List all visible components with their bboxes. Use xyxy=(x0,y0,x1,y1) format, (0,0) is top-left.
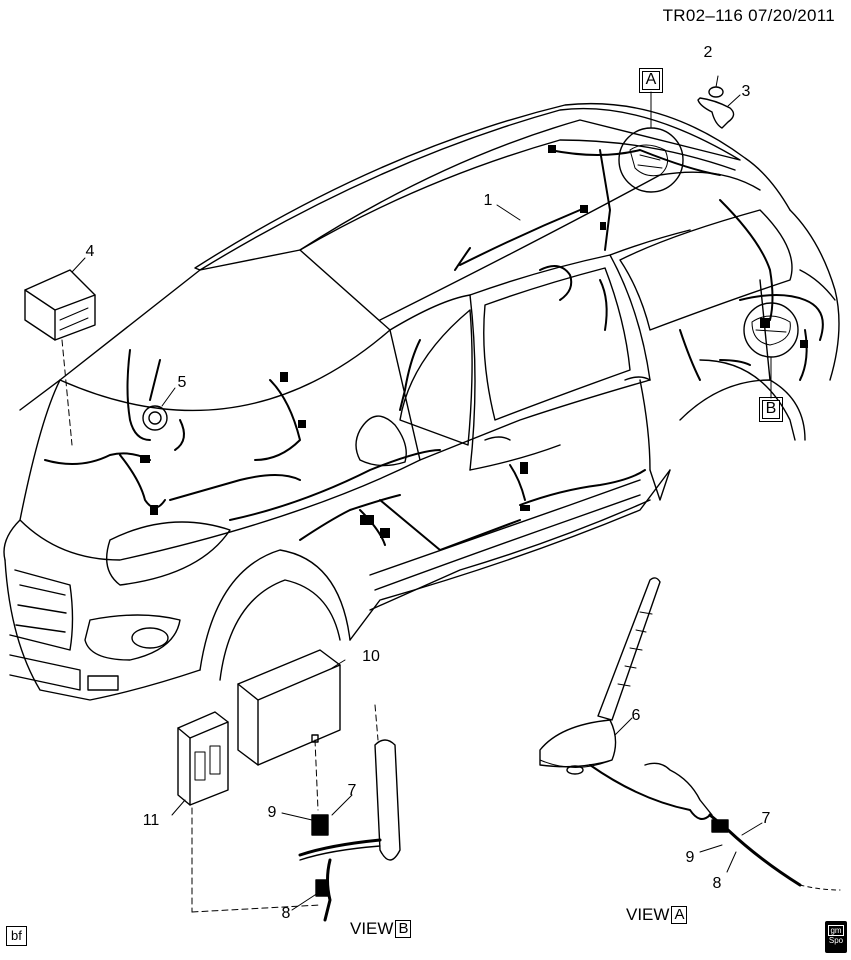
view-a-text: VIEW xyxy=(626,905,670,924)
callout-9-view-b: 9 xyxy=(267,804,277,821)
harness-connectors xyxy=(140,145,808,538)
view-a-label: VIEW A xyxy=(626,905,688,925)
antenna-6 xyxy=(539,577,841,891)
module-4 xyxy=(24,257,96,446)
callout-6: 6 xyxy=(631,707,641,724)
callout-9-view-a: 9 xyxy=(685,849,695,866)
callout-10: 10 xyxy=(362,648,380,665)
corner-tag: bf xyxy=(6,926,27,946)
callout-5: 5 xyxy=(177,374,187,391)
callout-8-view-a: 8 xyxy=(712,875,722,892)
callout-3: 3 xyxy=(741,83,751,100)
view-b-label: VIEW B xyxy=(350,919,412,939)
view-b-harness xyxy=(191,704,401,922)
detail-marker-a: A xyxy=(639,68,663,93)
roof-harness xyxy=(454,149,824,381)
module-11 xyxy=(171,711,229,913)
diagram-id: TR02–116 07/20/2011 xyxy=(662,6,835,25)
gm-logo-bottom: Spo xyxy=(828,936,844,945)
speaker-5 xyxy=(142,387,176,431)
callout-7-view-a: 7 xyxy=(761,810,771,827)
callout-2: 2 xyxy=(703,44,713,61)
connector-part-2-3 xyxy=(697,75,741,129)
vehicle-outline xyxy=(3,102,840,701)
module-10 xyxy=(237,649,346,811)
callout-1: 1 xyxy=(483,192,493,209)
leader-1 xyxy=(496,204,521,221)
callout-8-view-b: 8 xyxy=(281,905,291,922)
view-a-marker: A xyxy=(671,906,688,924)
gm-logo-top: gm xyxy=(828,925,844,936)
detail-circle-a xyxy=(618,91,684,193)
callout-4: 4 xyxy=(85,243,95,260)
detail-circle-b xyxy=(743,302,799,399)
floor-harness xyxy=(44,339,646,551)
view-b-marker: B xyxy=(395,920,412,938)
callout-11: 11 xyxy=(142,812,160,829)
gm-logo-icon: gm Spo xyxy=(825,921,847,953)
view-b-text: VIEW xyxy=(350,919,394,938)
detail-marker-b: B xyxy=(759,397,783,422)
callout-7-view-b: 7 xyxy=(347,782,357,799)
